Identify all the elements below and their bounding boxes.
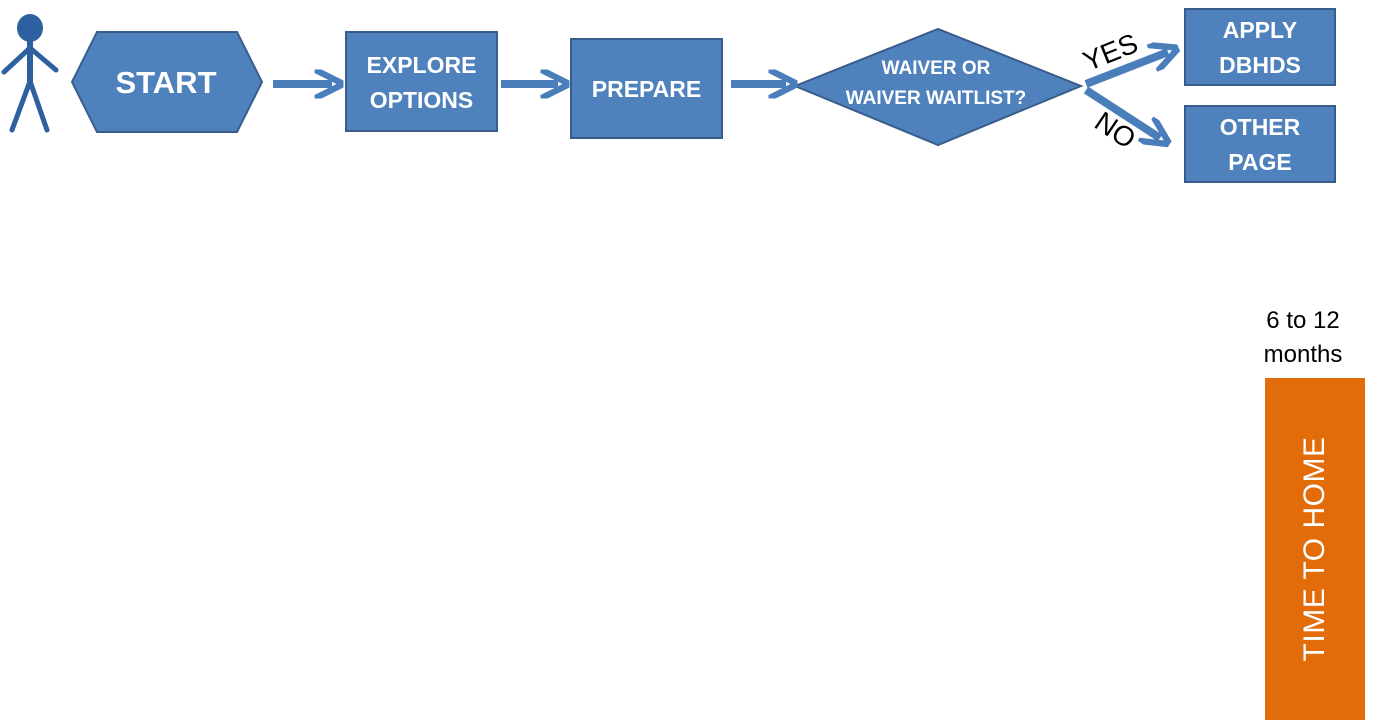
time-to-home-bar: TIME TO HOME bbox=[1265, 378, 1365, 720]
explore-label-line1: EXPLORE bbox=[367, 52, 477, 78]
apply-label-line2: DBHDS bbox=[1219, 52, 1301, 78]
timeline-caption-line2: months bbox=[1263, 341, 1343, 368]
decision-label-line1: WAIVER OR bbox=[882, 58, 991, 79]
other-label-line2: PAGE bbox=[1228, 149, 1291, 175]
other-label-line1: OTHER bbox=[1220, 114, 1301, 140]
explore-options-node: EXPLORE OPTIONS bbox=[345, 31, 498, 132]
explore-label-line2: OPTIONS bbox=[370, 87, 474, 113]
arrow-decision-to-other bbox=[1083, 86, 1160, 138]
apply-label-line1: APPLY bbox=[1223, 17, 1298, 43]
arrow-decision-to-apply bbox=[1084, 52, 1168, 88]
prepare-label: PREPARE bbox=[592, 76, 702, 102]
timeline-duration-caption: 6 to 12 months bbox=[1240, 304, 1366, 372]
time-to-home-label: TIME TO HOME bbox=[1298, 436, 1331, 662]
decision-label-line2: WAIVER WAITLIST? bbox=[846, 88, 1027, 109]
apply-dbhds-node: APPLY DBHDS bbox=[1184, 8, 1336, 86]
prepare-node: PREPARE bbox=[570, 38, 723, 139]
no-label: NO bbox=[1089, 106, 1141, 155]
waiver-decision-node: WAIVER OR WAIVER WAITLIST? bbox=[792, 27, 1084, 147]
person-icon bbox=[1, 14, 59, 133]
start-node: START bbox=[70, 31, 264, 133]
other-page-node: OTHER PAGE bbox=[1184, 105, 1336, 183]
timeline-caption-line1: 6 to 12 bbox=[1266, 307, 1340, 334]
start-label: START bbox=[115, 65, 216, 100]
